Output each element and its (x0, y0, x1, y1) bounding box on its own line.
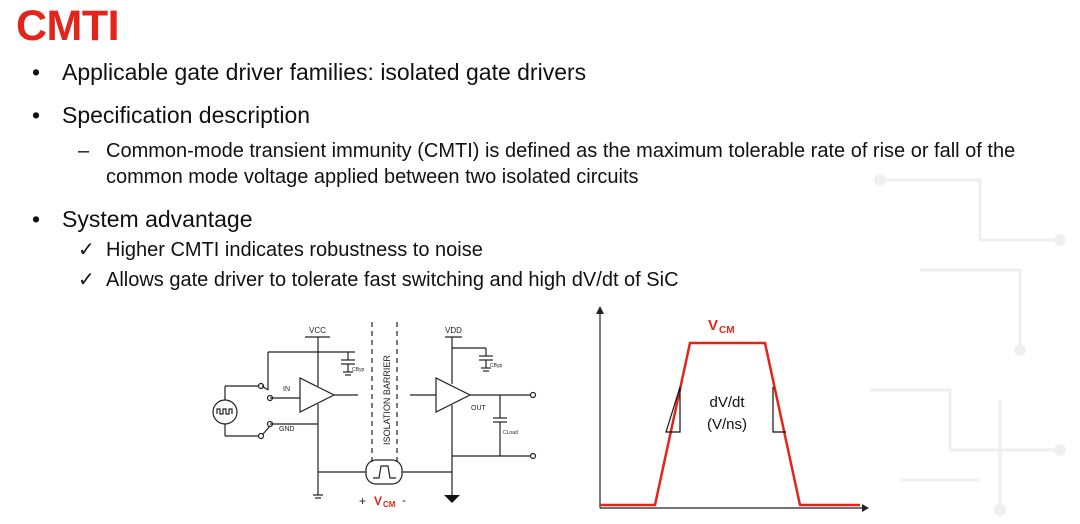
dash-marker: – (78, 140, 90, 162)
gnd-label: GND (279, 426, 295, 433)
vcc-label: VCC (309, 326, 326, 335)
vcm-source-subscript: CM (383, 500, 396, 509)
description-text: Common-mode transient immunity (CMTI) is… (106, 140, 1016, 188)
out-label: OUT (471, 405, 487, 412)
advantage-text: Allows gate driver to tolerate fast swit… (106, 269, 679, 291)
bullet-text: System advantage (62, 206, 253, 232)
in-label: IN (283, 386, 290, 393)
waveform-vcm-subscript: CM (719, 325, 735, 336)
slope-unit: (V/ns) (707, 416, 747, 433)
slope-label: dV/dt (709, 394, 745, 411)
waveform-vcm-label: V (708, 317, 718, 334)
vcm-transient-waveform: V CM dV/dt (V/ns) (596, 306, 869, 512)
bullet-marker: • (32, 59, 41, 85)
bullet-text: Applicable gate driver families: isolate… (62, 59, 587, 85)
check-icon: ✓ (78, 239, 95, 261)
bullet-text: Specification description (62, 102, 311, 128)
bullet-marker: • (32, 206, 41, 232)
vcm-minus-sign: - (402, 493, 406, 507)
isolation-barrier-label: ISOLATION BARRIER (382, 355, 392, 445)
vcm-plus-sign: + (359, 494, 366, 508)
cbyp-label: CByp (352, 367, 364, 373)
vdd-label: VDD (445, 326, 462, 335)
vcm-source-label: V (374, 494, 382, 508)
background-trace-pattern (870, 174, 1066, 516)
cload-label: CLoad (503, 430, 518, 436)
cbyp-label: CByp (490, 363, 502, 369)
check-icon: ✓ (78, 269, 95, 291)
advantage-text: Higher CMTI indicates robustness to nois… (106, 239, 483, 261)
cmti-test-circuit-diagram: ISOLATION BARRIER VCC VDD IN GND OUT CBy… (212, 322, 537, 509)
bullet-marker: • (32, 102, 41, 128)
page-title: CMTI (16, 2, 120, 50)
